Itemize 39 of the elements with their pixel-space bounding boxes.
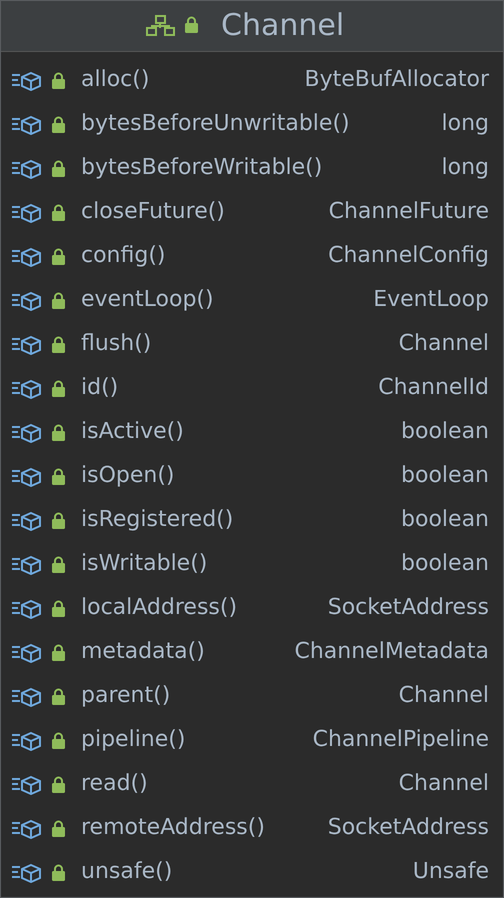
return-type: EventLoop xyxy=(373,287,489,312)
method-name: isRegistered() xyxy=(81,507,234,532)
method-name: parent() xyxy=(81,683,170,708)
method-name: isWritable() xyxy=(81,551,208,576)
return-type: boolean xyxy=(401,507,489,532)
method-name: isOpen() xyxy=(81,463,174,488)
method-name: bytesBeforeUnwritable() xyxy=(81,111,350,136)
return-type: Channel xyxy=(398,683,489,708)
return-type: ChannelConfig xyxy=(328,243,489,268)
return-type: ChannelMetadata xyxy=(294,639,489,664)
method-name: read() xyxy=(81,771,148,796)
return-type: SocketAddress xyxy=(328,595,489,620)
method-name: flush() xyxy=(81,331,152,356)
return-type: Channel xyxy=(398,331,489,356)
return-type: Unsafe xyxy=(412,859,489,884)
method-name: pipeline() xyxy=(81,727,186,752)
return-type: boolean xyxy=(401,463,489,488)
return-type: ByteBufAllocator xyxy=(304,67,489,92)
method-name: bytesBeforeWritable() xyxy=(81,155,322,180)
class-name: Channel xyxy=(221,8,344,43)
return-type: ChannelFuture xyxy=(328,199,489,224)
method-name: config() xyxy=(81,243,166,268)
return-type: SocketAddress xyxy=(328,815,489,840)
method-name: remoteAddress() xyxy=(81,815,265,840)
method-name: unsafe() xyxy=(81,859,172,884)
method-name: metadata() xyxy=(81,639,205,664)
method-name: id() xyxy=(81,375,118,400)
method-name: localAddress() xyxy=(81,595,238,620)
return-type: boolean xyxy=(401,419,489,444)
method-name: closeFuture() xyxy=(81,199,225,224)
return-type: ChannelPipeline xyxy=(312,727,489,752)
method-name: alloc() xyxy=(81,67,150,92)
return-type: boolean xyxy=(401,551,489,576)
method-name: isActive() xyxy=(81,419,184,444)
return-type: long xyxy=(442,111,489,136)
return-type: ChannelId xyxy=(378,375,489,400)
return-type: long xyxy=(442,155,489,180)
method-name: eventLoop() xyxy=(81,287,214,312)
return-type: Channel xyxy=(398,771,489,796)
